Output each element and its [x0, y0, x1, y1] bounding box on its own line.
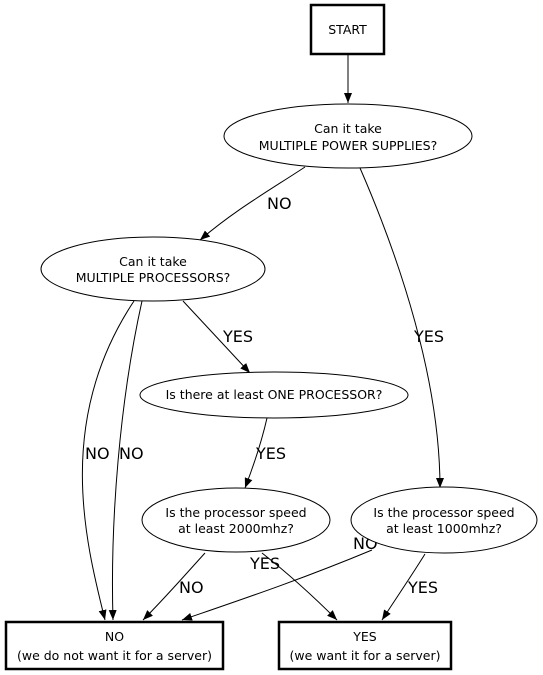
result-no-box	[4, 620, 225, 671]
edge-label-power-no: NO	[267, 194, 292, 213]
edge-label-2000-no: NO	[179, 578, 204, 597]
edge-1000-to-yes	[381, 553, 426, 621]
speed-2000-line-2: at least 2000mhz?	[178, 521, 294, 536]
edges	[81, 55, 444, 621]
edge-processors-to-one	[182, 300, 251, 374]
edge-label-one-yes: YES	[255, 444, 286, 463]
node-one-processor: Is there at least ONE PROCESSOR?	[139, 371, 409, 419]
power-supplies-ellipse	[223, 103, 473, 169]
node-speed-2000: Is the processor speed at least 2000mhz?	[141, 487, 331, 553]
processors-line-1: Can it take	[119, 254, 187, 269]
speed-2000-line-1: Is the processor speed	[165, 505, 306, 520]
edge-1000-to-no	[181, 549, 373, 621]
result-yes-line-1: YES	[352, 629, 377, 644]
edge-label-processors-yes: YES	[222, 327, 253, 346]
edge-label-2000-yes: YES	[249, 554, 280, 573]
start-box	[309, 3, 386, 56]
edge-label-processors-no-right: NO	[119, 444, 144, 463]
power-supplies-line-2: MULTIPLE POWER SUPPLIES?	[259, 138, 437, 153]
result-yes-box	[277, 620, 453, 671]
start-label: START	[328, 22, 367, 37]
node-result-yes: YES (we want it for a server)	[277, 620, 453, 671]
edge-label-processors-no-left: NO	[85, 444, 110, 463]
edge-label-1000-yes: YES	[407, 578, 438, 597]
result-no-line-1: NO	[105, 629, 124, 644]
processors-line-2: MULTIPLE PROCESSORS?	[76, 270, 231, 285]
edge-processors-to-no-left	[81, 300, 135, 621]
speed-1000-ellipse	[350, 486, 538, 554]
result-no-line-2: (we do not want it for a server)	[17, 648, 212, 663]
result-yes-line-2: (we want it for a server)	[289, 648, 440, 663]
edge-processors-to-no-right	[108, 300, 143, 621]
node-processors: Can it take MULTIPLE PROCESSORS?	[40, 236, 266, 302]
node-start: START	[309, 3, 386, 56]
speed-1000-line-2: at least 1000mhz?	[386, 521, 502, 536]
edge-2000-to-yes	[261, 552, 338, 621]
edge-labels: NO YES YES NO NO YES NO YES NO YES	[85, 194, 444, 597]
speed-2000-ellipse	[141, 487, 331, 553]
speed-1000-line-1: Is the processor speed	[373, 505, 514, 520]
edge-2000-to-no	[142, 552, 206, 621]
one-processor-ellipse	[139, 371, 409, 419]
node-speed-1000: Is the processor speed at least 1000mhz?	[350, 486, 538, 554]
node-power-supplies: Can it take MULTIPLE POWER SUPPLIES?	[223, 103, 473, 169]
one-processor-label: Is there at least ONE PROCESSOR?	[166, 387, 383, 402]
edge-one-to-2000	[244, 417, 268, 489]
node-result-no: NO (we do not want it for a server)	[4, 620, 225, 671]
edge-power-to-1000	[359, 167, 444, 489]
edge-power-to-processors	[199, 166, 306, 241]
edge-label-power-yes: YES	[413, 327, 444, 346]
power-supplies-line-1: Can it take	[314, 121, 382, 136]
processors-ellipse	[40, 236, 266, 302]
